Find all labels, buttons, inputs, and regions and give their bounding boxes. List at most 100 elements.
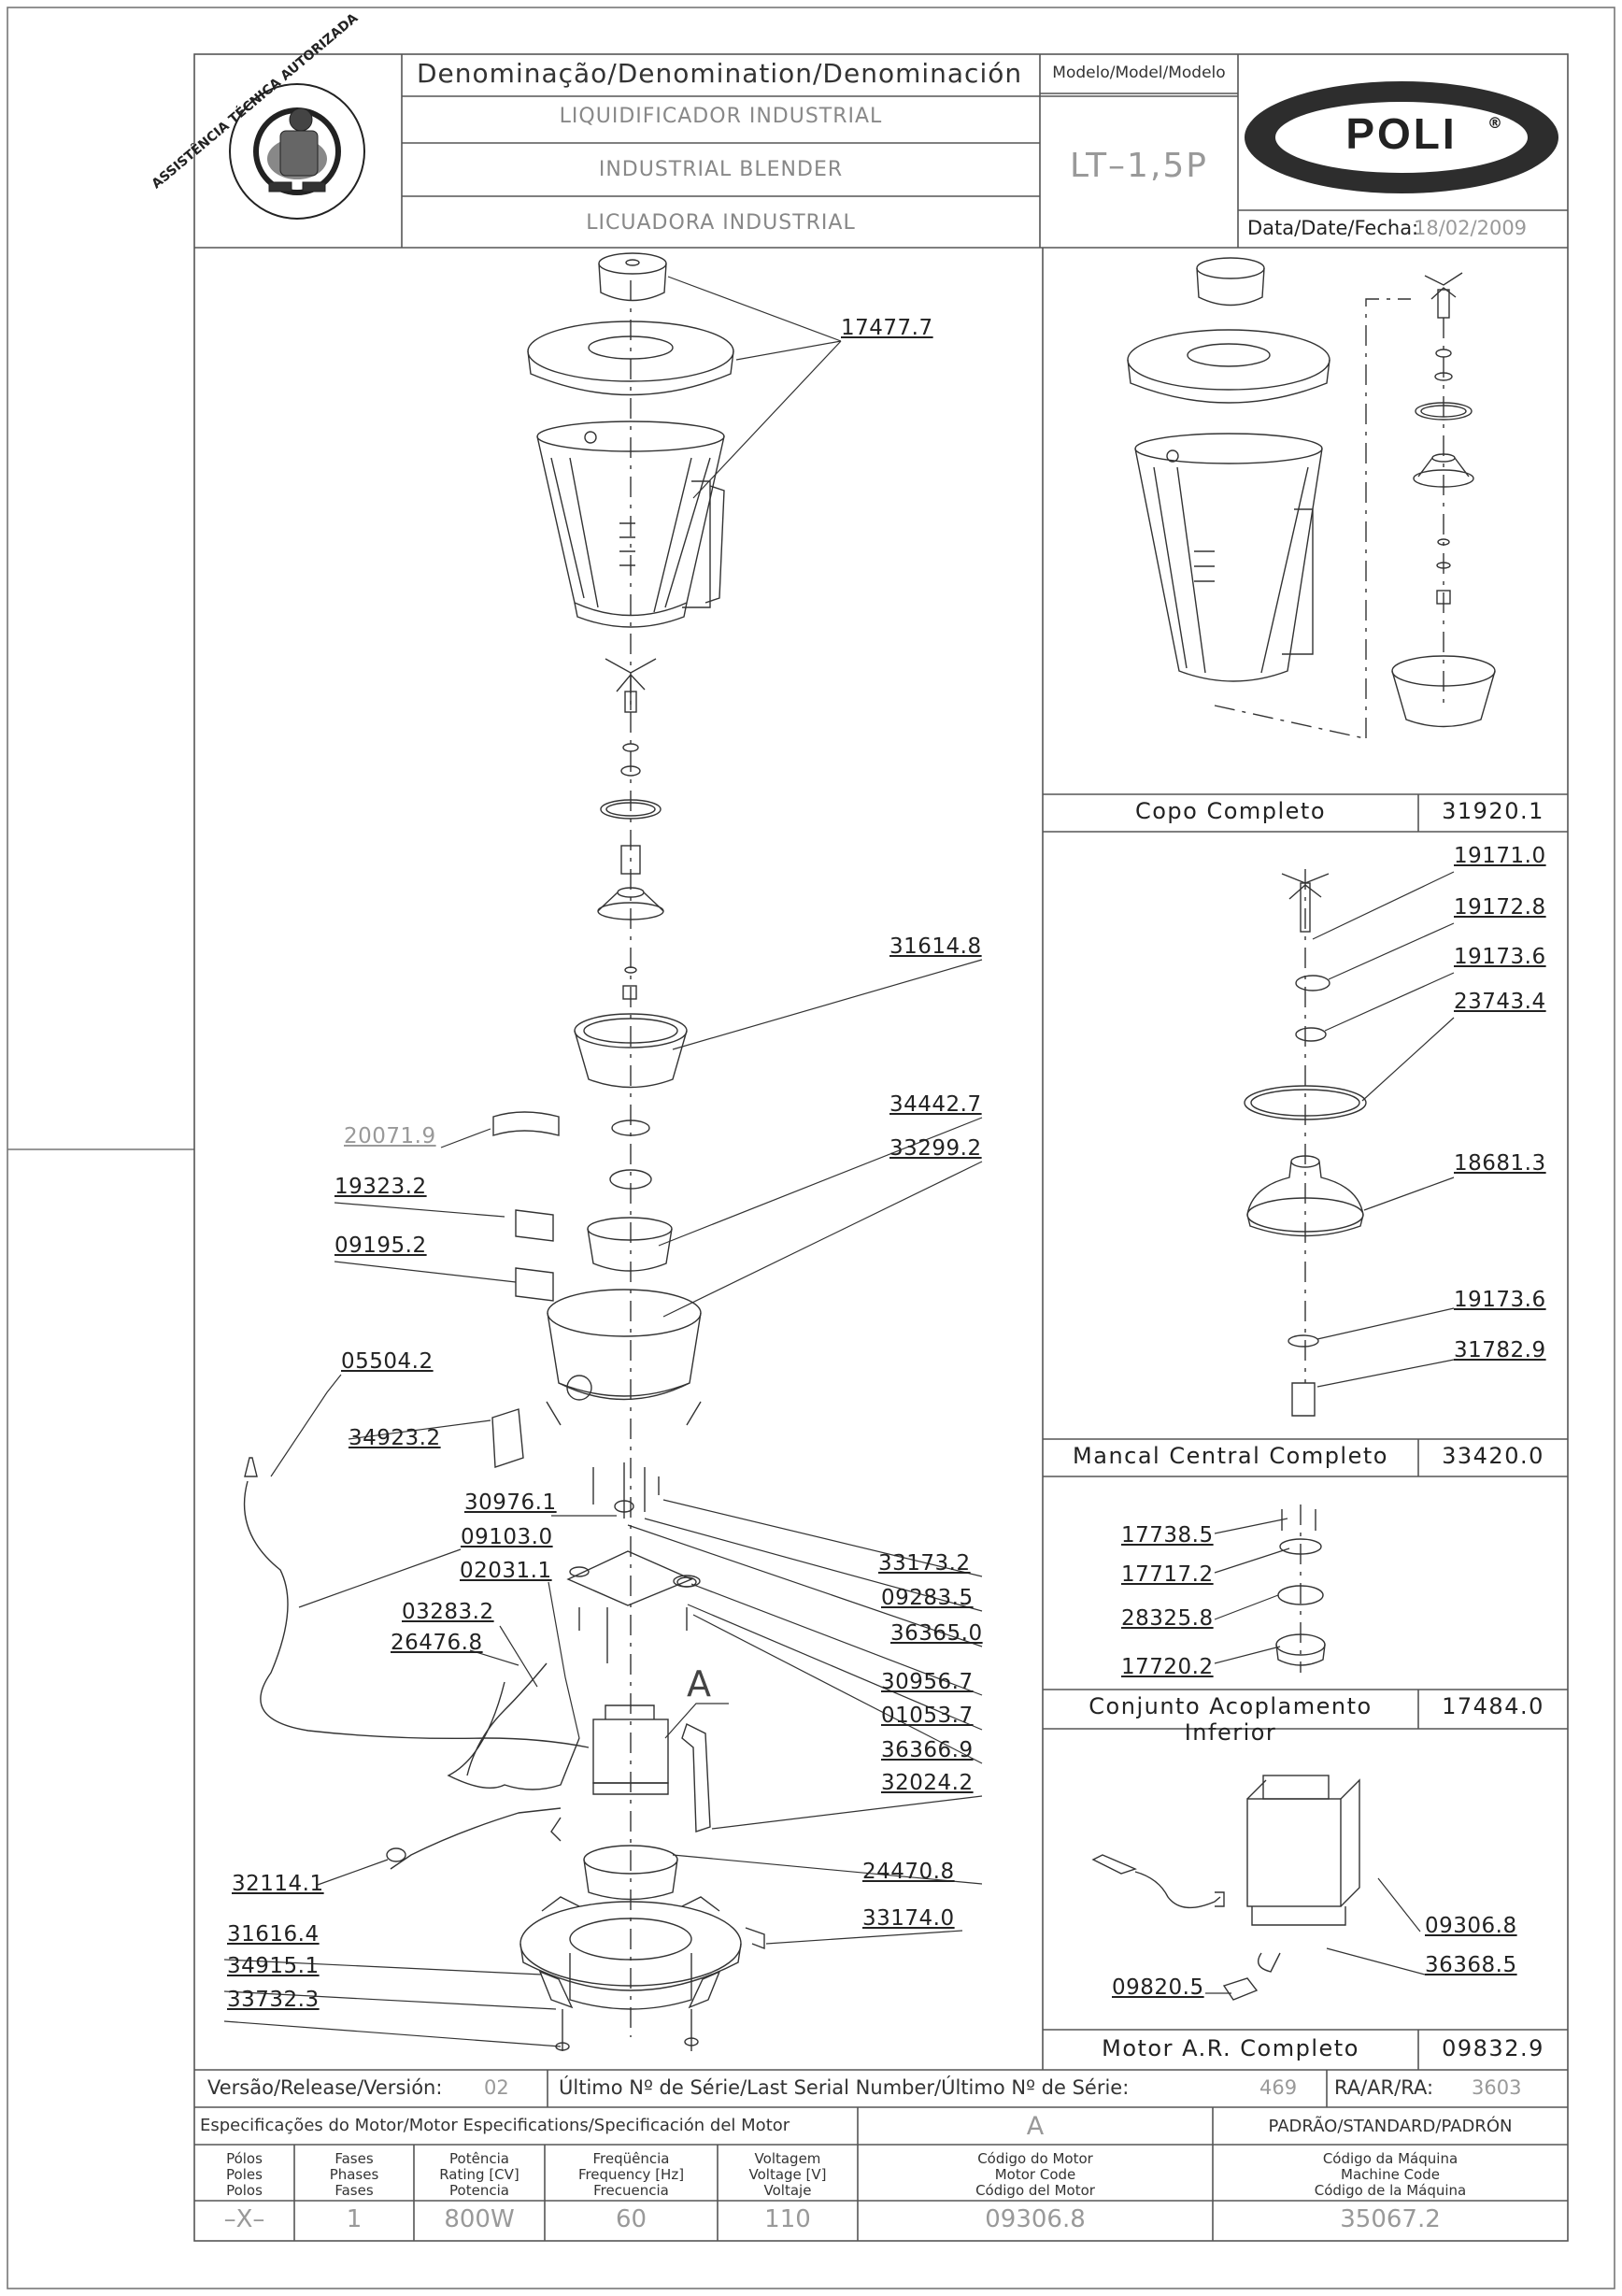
motor-spec-value: A (1026, 2112, 1045, 2141)
label-30956-7: 30956.7 (881, 1670, 974, 1694)
panel-mancal-code: 33420.0 (1442, 1443, 1544, 1469)
spec-frequency-h3: Frecuencia (593, 2182, 669, 2199)
panel-copo-drawing (1127, 257, 1496, 739)
label-19323-2: 19323.2 (334, 1175, 427, 1199)
panel-acoplamento-drawing (1275, 1505, 1326, 1673)
brand-name: POLI (1345, 109, 1458, 158)
version-label: Versão/Release/Versión: (207, 2076, 443, 2099)
label-17720-2: 17720.2 (1121, 1655, 1214, 1679)
label-05504-2: 05504.2 (341, 1349, 434, 1374)
label-31782-9: 31782.9 (1454, 1338, 1546, 1362)
panel-mancal-title: Mancal Central Completo (1073, 1443, 1388, 1469)
spec-rating-h3: Potencia (449, 2182, 509, 2199)
label-19173-6-top: 19173.6 (1454, 945, 1546, 969)
spec-poles-h2: Poles (226, 2166, 263, 2183)
serial-label: Último Nº de Série/Last Serial Number/Úl… (559, 2076, 1130, 2099)
panel-mancal-drawing (1244, 869, 1367, 1417)
spec-machine-code-value: 35067.2 (1340, 2205, 1441, 2233)
spec-frequency-h2: Frequency [Hz] (577, 2166, 685, 2183)
label-33299-2: 33299.2 (889, 1136, 982, 1161)
label-09283-5: 09283.5 (881, 1586, 974, 1610)
label-17717-2: 17717.2 (1121, 1562, 1214, 1587)
label-24470-8: 24470.8 (862, 1860, 955, 1884)
spec-poles-h1: Pólos (226, 2150, 263, 2167)
brand-registered-mark: ® (1487, 114, 1502, 132)
spec-motor-code-value: 09306.8 (985, 2205, 1086, 2233)
label-09820-5: 09820.5 (1112, 1975, 1204, 2000)
label-36368-5: 36368.5 (1425, 1953, 1517, 1977)
label-33732-3: 33732.3 (227, 1988, 320, 2012)
panel-motor-drawing (1091, 1775, 1360, 2001)
panel-copo-code: 31920.1 (1442, 798, 1544, 824)
ra-value: 3603 (1472, 2076, 1522, 2099)
spec-poles-value: –X– (223, 2205, 265, 2233)
label-36365-0: 36365.0 (890, 1621, 983, 1646)
label-17477-7: 17477.7 (841, 316, 933, 340)
label-31614-8: 31614.8 (889, 934, 982, 959)
poli-logo (1245, 81, 1558, 193)
standard-label: PADRÃO/STANDARD/PADRÓN (1268, 2117, 1513, 2136)
spec-motor-code-h3: Código del Motor (975, 2182, 1095, 2199)
label-01053-7: 01053.7 (881, 1704, 974, 1728)
model-label: Modelo/Model/Modelo (1052, 64, 1226, 82)
label-32114-1: 32114.1 (232, 1872, 324, 1896)
spec-voltage-h3: Voltaje (763, 2182, 812, 2199)
spec-phases-header: Fases Phases Fases (294, 2151, 414, 2199)
label-19172-8: 19172.8 (1454, 895, 1546, 920)
panel-acoplamento-leaders (1214, 1518, 1290, 1664)
spec-rating-h2: Rating [CV] (439, 2166, 519, 2183)
panel-motor-code: 09832.9 (1442, 2035, 1544, 2061)
main-exploded-view (243, 252, 765, 2051)
panel-copo-title: Copo Completo (1134, 798, 1327, 824)
label-09103-0: 09103.0 (461, 1525, 553, 1549)
label-02031-1: 02031.1 (460, 1559, 552, 1583)
panel-motor-title: Motor A.R. Completo (1102, 2035, 1359, 2061)
spec-motor-code-header: Código do Motor Motor Code Código del Mo… (858, 2151, 1213, 2199)
label-20071-9: 20071.9 (344, 1124, 436, 1148)
label-18681-3: 18681.3 (1454, 1151, 1546, 1176)
label-19171-0: 19171.0 (1454, 844, 1546, 868)
label-36366-9: 36366.9 (881, 1738, 974, 1762)
date-label: Data/Date/Fecha: (1247, 217, 1419, 239)
spec-frequency-header: Freqüência Frequency [Hz] Frecuencia (545, 2151, 718, 2199)
model-value: LT–1,5P (1069, 147, 1209, 185)
spec-frequency-value: 60 (615, 2205, 647, 2233)
label-34923-2: 34923.2 (349, 1426, 441, 1450)
denomination-title: Denominação/Denomination/Denominación (417, 58, 1023, 89)
label-33173-2: 33173.2 (878, 1551, 971, 1576)
label-09306-8: 09306.8 (1425, 1914, 1517, 1938)
spec-machine-code-header: Código da Máquina Machine Code Código de… (1213, 2151, 1568, 2199)
spec-phases-value: 1 (346, 2205, 363, 2233)
spec-poles-h3: Polos (226, 2182, 263, 2199)
spec-phases-h1: Fases (334, 2150, 374, 2167)
spec-poles-header: Pólos Poles Polos (194, 2151, 294, 2199)
label-09195-2: 09195.2 (334, 1234, 427, 1258)
label-23743-4: 23743.4 (1454, 990, 1546, 1014)
spec-voltage-value: 110 (764, 2205, 811, 2233)
spec-voltage-header: Voltagem Voltage [V] Voltaje (718, 2151, 858, 2199)
spec-machine-code-h1: Código da Máquina (1322, 2150, 1458, 2167)
spec-frequency-h1: Freqüência (592, 2150, 670, 2167)
version-value: 02 (484, 2076, 509, 2099)
name-pt: LIQUIDIFICADOR INDUSTRIAL (559, 105, 883, 128)
label-34915-1: 34915.1 (227, 1954, 320, 1978)
spec-voltage-h2: Voltage [V] (748, 2166, 827, 2183)
detail-a-marker: A (687, 1663, 711, 1704)
spec-phases-h2: Phases (329, 2166, 379, 2183)
spec-rating-value: 800W (444, 2205, 515, 2233)
spec-rating-header: Potência Rating [CV] Potencia (414, 2151, 545, 2199)
label-32024-2: 32024.2 (881, 1771, 974, 1795)
label-17738-5: 17738.5 (1121, 1523, 1214, 1547)
spec-machine-code-h3: Código de la Máquina (1314, 2182, 1467, 2199)
spec-motor-code-h2: Motor Code (994, 2166, 1076, 2183)
spec-motor-code-h1: Código do Motor (977, 2150, 1093, 2167)
date-value: 18/02/2009 (1414, 217, 1528, 239)
svg-text:ASSISTÊNCIA TÉCNICA AUTORIZADA: ASSISTÊNCIA TÉCNICA AUTORIZADA (149, 10, 362, 193)
service-seal-logo: ASSISTÊNCIA TÉCNICA AUTORIZADA (149, 10, 365, 220)
serial-value: 469 (1259, 2076, 1298, 2099)
motor-spec-label: Especificações do Motor/Motor Especifica… (200, 2116, 790, 2135)
panel-acoplamento-title: Conjunto Acoplamento Inferior (1088, 1693, 1373, 1746)
spec-voltage-h1: Voltagem (754, 2150, 821, 2167)
spec-phases-h3: Fases (334, 2182, 374, 2199)
